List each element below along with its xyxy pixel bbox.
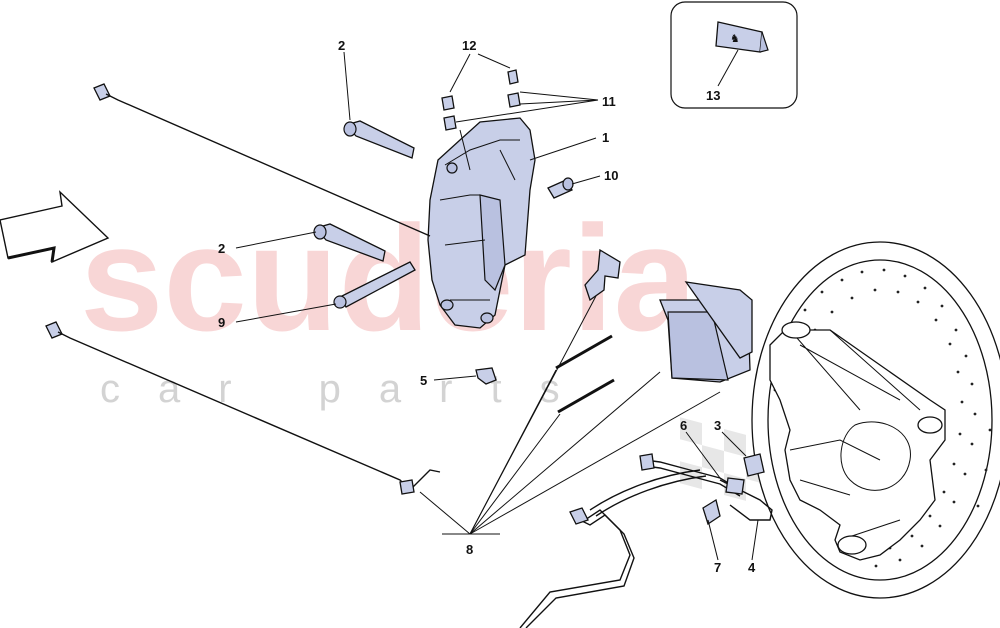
callout-9: 9: [218, 315, 225, 330]
wheel-speed-sensor: [743, 453, 765, 477]
pad-retaining-pins: [555, 334, 615, 414]
direction-arrow-icon: [0, 190, 110, 264]
wear-sensor-cable-upper: [93, 83, 431, 237]
sensor-cable: [519, 507, 635, 628]
caliper-bolt-upper: [343, 120, 415, 159]
callouts: 2 2 9 12 11 1 10 5 6 3 8 7 4: [218, 38, 756, 575]
callout-4: 4: [748, 560, 756, 575]
watermark: scuderia car parts: [80, 194, 768, 501]
callout-8: 8: [466, 542, 473, 557]
bleed-screws: [441, 69, 521, 131]
bracket-7: [702, 498, 721, 526]
leader-lines: [235, 51, 759, 561]
prancing-horse-icon: ♞: [730, 32, 740, 45]
callout-5: 5: [420, 373, 427, 388]
brake-caliper: [427, 117, 536, 329]
callout-2a: 2: [338, 38, 345, 53]
callout-2b: 2: [218, 241, 225, 256]
callout-1: 1: [602, 130, 609, 145]
brake-pads: [659, 281, 753, 383]
callout-13: 13: [706, 88, 720, 103]
callout-3: 3: [714, 418, 721, 433]
screw-10: [547, 177, 574, 199]
pad-spring-clip: [584, 248, 621, 302]
callout-7: 7: [714, 560, 721, 575]
hub-carrier: [769, 321, 946, 561]
watermark-sub: car parts: [100, 367, 598, 411]
callout-10: 10: [604, 168, 618, 183]
callout-11: 11: [602, 94, 616, 109]
callout-12: 12: [462, 38, 476, 53]
caliper-bolt-9: [333, 261, 416, 309]
callout-6: 6: [680, 418, 687, 433]
inset-box: ♞ 13: [670, 1, 798, 109]
clip-5: [475, 367, 497, 385]
wear-sensor-cable-lower: [45, 321, 441, 495]
brake-hose: [589, 453, 773, 521]
